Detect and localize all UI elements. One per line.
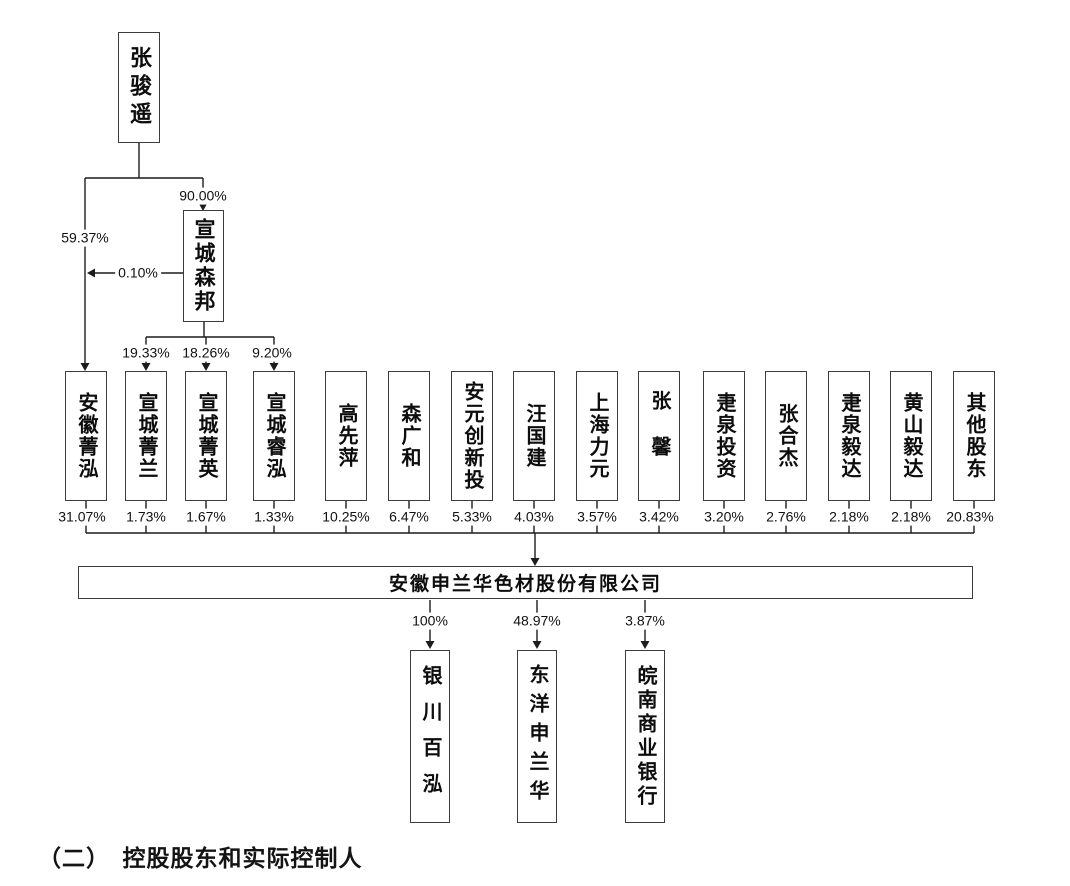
shareholder-name: 上海力元 [586, 392, 608, 480]
arrow-down-icon [530, 558, 540, 566]
arrowheads [80, 203, 650, 649]
shareholder-percent: 1.33% [251, 508, 297, 526]
shareholder-percent: 1.73% [123, 508, 169, 526]
shareholder-percent: 31.07% [55, 508, 109, 526]
edge-label-59-37: 59.37% [58, 229, 112, 247]
shareholder-box: 疌泉毅达 [828, 371, 870, 501]
root-person-name: 张骏遥 [127, 45, 152, 130]
section-heading: （二） 控股股东和实际控制人 [38, 846, 363, 871]
shareholder-percent: 10.25% [319, 508, 373, 526]
shareholder-box: 汪国建 [513, 371, 555, 501]
shareholder-box: 疌泉投资 [703, 371, 745, 501]
shareholder-box: 宣城菁兰 [125, 371, 167, 501]
shareholder-percent: 3.42% [636, 508, 682, 526]
subsidiary-percent: 3.87% [622, 612, 668, 630]
subsidiary-box: 皖南商业银行 [625, 650, 665, 823]
shareholder-percent: 3.57% [574, 508, 620, 526]
shareholder-name: 宣城菁英 [195, 392, 217, 480]
shareholder-percent: 1.67% [183, 508, 229, 526]
edge-label-19-33: 19.33% [119, 344, 173, 362]
shareholder-name: 宣城睿泓 [263, 392, 285, 480]
shareholder-name: 高先萍 [335, 403, 357, 469]
shareholder-percent: 4.03% [511, 508, 557, 526]
edge-label-9-20: 9.20% [249, 344, 295, 362]
shareholder-name: 宣城菁兰 [135, 392, 157, 480]
subsidiary-percent: 48.97% [510, 612, 564, 630]
company-name: 安徽申兰华色材股份有限公司 [388, 574, 662, 595]
subsidiary-name: 银川百泓 [419, 664, 441, 809]
edge-label-18-26: 18.26% [179, 344, 233, 362]
shareholder-percent: 5.33% [449, 508, 495, 526]
shareholder-name: 张馨 [648, 390, 670, 482]
shareholder-box: 黄山毅达 [890, 371, 932, 501]
shareholder-box: 张馨 [638, 371, 680, 501]
shareholder-name: 疌泉投资 [713, 392, 735, 480]
arrow-down-icon [198, 203, 208, 211]
arrow-left-icon [87, 268, 95, 278]
shareholder-name: 黄山毅达 [900, 392, 922, 480]
shareholder-box: 高先萍 [325, 371, 367, 501]
shareholder-box: 宣城睿泓 [253, 371, 295, 501]
subsidiary-box: 银川百泓 [410, 650, 450, 823]
arrow-down-icon [640, 641, 650, 649]
arrow-down-icon [80, 363, 90, 371]
shareholder-name: 其他股东 [963, 392, 985, 480]
shareholder-percent: 20.83% [943, 508, 997, 526]
shareholder-name: 张合杰 [775, 403, 797, 469]
arrow-down-icon [532, 641, 542, 649]
shareholder-percent: 2.18% [826, 508, 872, 526]
shareholder-name: 安元创新投 [461, 381, 483, 491]
shareholder-percent: 3.20% [701, 508, 747, 526]
shareholder-box: 安徽菁泓 [65, 371, 107, 501]
arrow-down-icon [269, 363, 279, 371]
shareholder-percent: 2.18% [888, 508, 934, 526]
arrow-down-icon [201, 363, 211, 371]
holding-company-box: 宣城森邦 [183, 210, 224, 322]
shareholder-name: 汪国建 [523, 403, 545, 469]
shareholder-box: 上海力元 [576, 371, 618, 501]
shareholder-box: 森广和 [388, 371, 430, 501]
edge-label-90-00: 90.00% [176, 187, 230, 205]
arrow-down-icon [141, 363, 151, 371]
shareholder-name: 森广和 [398, 403, 420, 469]
edge-label-0-10: 0.10% [115, 264, 161, 282]
company-box: 安徽申兰华色材股份有限公司 [78, 566, 973, 599]
subsidiary-name: 东洋申兰华 [526, 664, 548, 809]
shareholder-name: 疌泉毅达 [838, 392, 860, 480]
arrow-down-icon [425, 641, 435, 649]
shareholder-box: 安元创新投 [451, 371, 493, 501]
subsidiary-percent: 100% [409, 612, 451, 630]
shareholder-box: 其他股东 [953, 371, 995, 501]
root-person-box: 张骏遥 [118, 32, 160, 143]
shareholder-name: 安徽菁泓 [75, 392, 97, 480]
shareholder-percent: 2.76% [763, 508, 809, 526]
shareholder-box: 张合杰 [765, 371, 807, 501]
subsidiary-name: 皖南商业银行 [634, 664, 656, 809]
holding-company-name: 宣城森邦 [192, 218, 215, 314]
shareholder-box: 宣城菁英 [185, 371, 227, 501]
subsidiary-box: 东洋申兰华 [517, 650, 557, 823]
shareholder-percent: 6.47% [386, 508, 432, 526]
